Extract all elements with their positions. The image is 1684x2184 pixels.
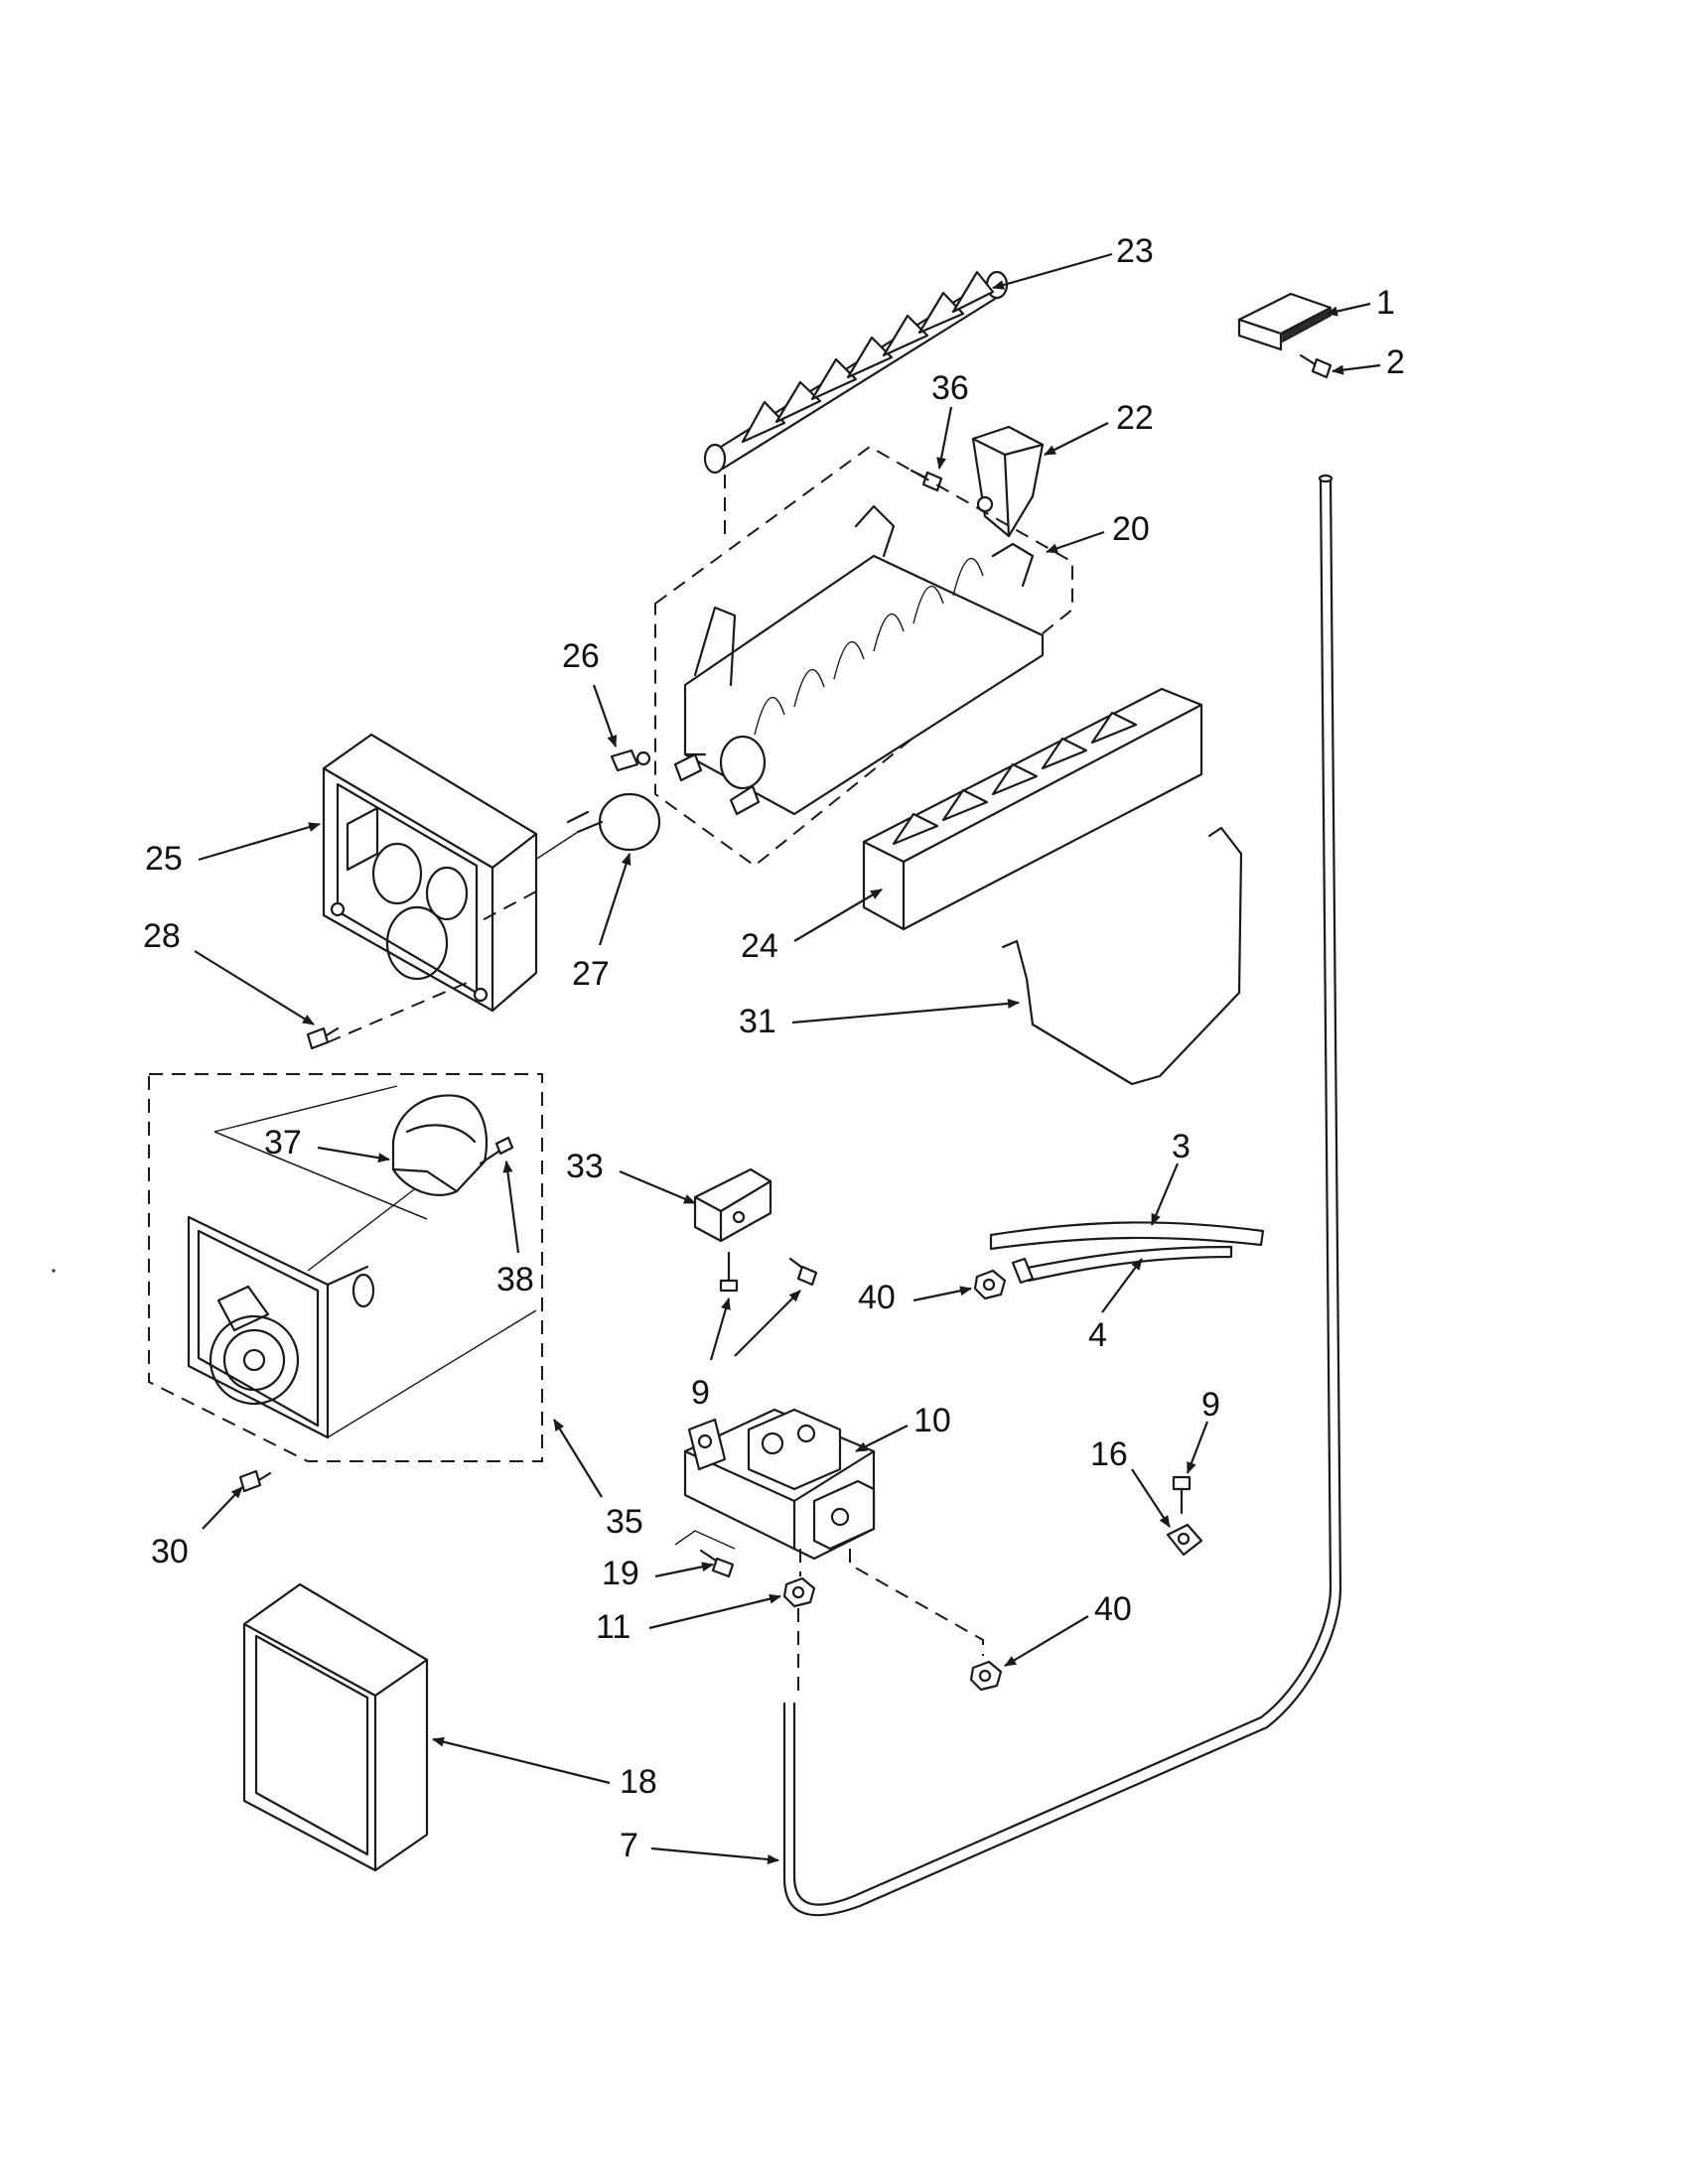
callout-24: 24 [741,927,778,965]
callout-4: 4 [1088,1316,1107,1354]
leader-1 [1326,302,1371,317]
housing-screw-part [306,1026,340,1050]
callout-31: 31 [739,1003,776,1040]
callout-28: 28 [143,917,181,955]
leader-37 [317,1146,390,1163]
stray-dot [52,1269,56,1273]
water-valve-part [683,1408,876,1561]
leader-38 [502,1160,520,1254]
tube-nut-upper-part [973,1269,1007,1300]
callout-23: 23 [1116,232,1154,270]
leader-2 [1332,363,1381,375]
leader-40a [912,1286,972,1302]
bracket-screw-part [719,1251,818,1293]
leader-25 [198,822,321,862]
callout-40b: 40 [1094,1590,1132,1628]
leader-31 [791,998,1020,1024]
callout-22: 22 [1116,399,1154,437]
leader-7 [650,1846,779,1864]
leader-16 [1131,1468,1171,1528]
leader-36 [936,406,953,470]
callout-16: 16 [1090,1435,1128,1473]
leader-24 [793,888,883,942]
callout-11: 11 [596,1608,631,1646]
tube-nut-lower-part [969,1660,1003,1692]
callouts: 23 1 2 36 22 20 26 25 27 24 28 31 37 33 … [143,232,1405,1864]
leader-11 [648,1593,781,1630]
callout-9b: 9 [1201,1386,1220,1424]
fill-tube-part [782,474,1342,1917]
valve-nut-part [782,1576,816,1608]
leader-3 [1150,1162,1180,1226]
leader-27 [598,853,632,946]
callout-19: 19 [602,1555,639,1592]
module-screw-part [238,1469,272,1493]
leader-10 [855,1425,909,1452]
clamp-screw-part [1172,1475,1192,1515]
leader-30 [202,1486,243,1530]
motor-part [391,1094,488,1196]
callout-18: 18 [620,1763,657,1801]
callout-25: 25 [145,840,183,878]
clip-screw-part [1299,353,1333,379]
shut-off-arm-part [1001,826,1243,1086]
callout-27: 27 [572,955,610,993]
leader-19 [654,1562,714,1578]
callout-38: 38 [496,1261,534,1298]
valve-screw-part [699,1549,735,1578]
tube-clamp-part [1166,1523,1203,1557]
callout-10: 10 [913,1402,951,1439]
callout-3: 3 [1172,1128,1191,1165]
fill-cup-part [971,425,1045,538]
callout-36: 36 [931,369,969,407]
leader-20 [1046,530,1105,554]
leader-26 [592,684,618,748]
callout-35: 35 [606,1503,643,1541]
leader-33 [619,1169,696,1205]
leader-9a-2 [734,1290,801,1357]
callout-37: 37 [264,1124,302,1161]
stripper-part [862,687,1203,931]
leader-23 [992,252,1113,290]
callout-9a: 9 [691,1374,710,1412]
leader-9a-1 [709,1297,731,1361]
thermostat-clip-part [610,749,651,772]
callout-20: 20 [1112,510,1150,548]
support-housing-part [322,733,538,1013]
callout-26: 26 [562,637,600,675]
leader-35 [553,1419,603,1498]
callout-2: 2 [1386,343,1405,381]
callout-7: 7 [620,1827,638,1864]
fill-cup-clip-part [1237,292,1333,351]
motor-module-part [148,1073,543,1462]
leader-28 [194,950,315,1025]
ice-maker-screw-part [910,469,943,492]
water-tube-lower-part [1011,1245,1233,1285]
leader-4 [1101,1258,1143,1313]
valve-bracket-part [693,1167,772,1243]
thermostat-part [525,792,661,867]
mold-and-heater-part [654,445,1073,868]
leader-9b [1186,1421,1209,1474]
callout-30: 30 [151,1533,189,1570]
leader-18 [432,1736,611,1785]
callout-1: 1 [1376,284,1395,322]
leader-22 [1044,422,1109,456]
leader-40b [1004,1615,1089,1667]
motor-screw-part [479,1136,514,1165]
ice-maker-cover-part [242,1582,429,1872]
callout-33: 33 [566,1148,604,1185]
water-tube-upper-part [989,1221,1265,1251]
callout-40a: 40 [858,1279,896,1316]
